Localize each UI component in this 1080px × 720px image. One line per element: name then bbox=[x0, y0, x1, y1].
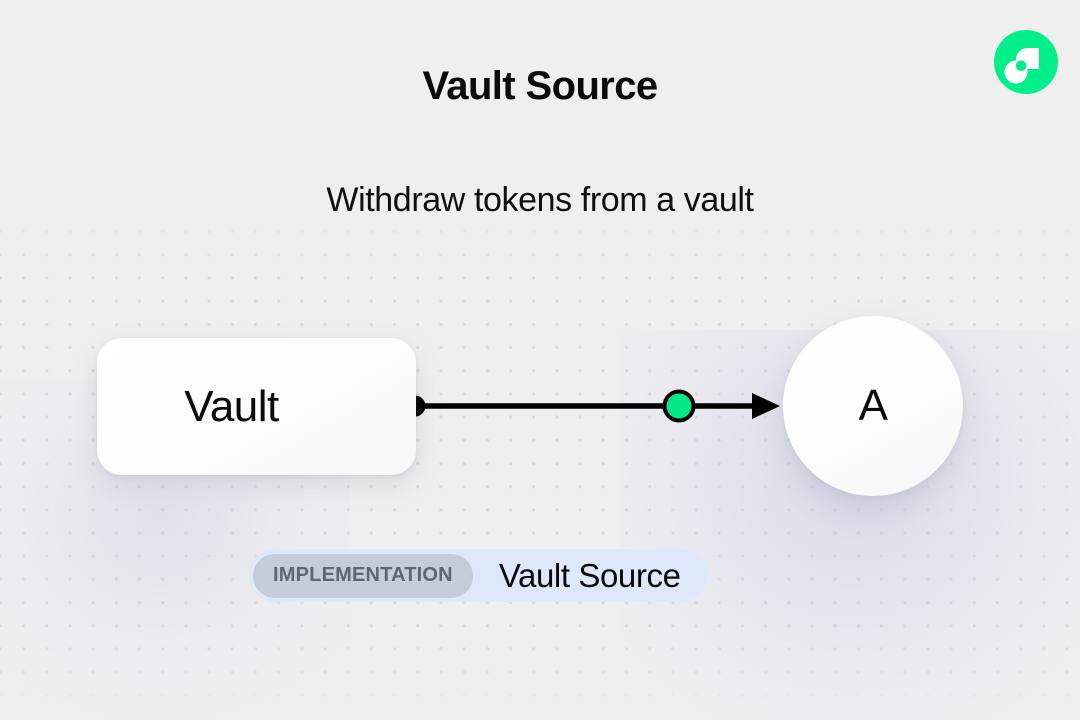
page-subtitle: Withdraw tokens from a vault bbox=[326, 181, 754, 219]
node-vault[interactable]: Vault bbox=[97, 338, 416, 475]
node-vault-label: Vault bbox=[184, 381, 279, 431]
implementation-name: Vault Source bbox=[498, 556, 681, 594]
implementation-badge: IMPLEMENTATION Vault Source bbox=[249, 549, 707, 602]
arrowhead-icon bbox=[752, 393, 780, 419]
flow-logo-icon bbox=[994, 30, 1058, 94]
edge-midpoint-handle bbox=[662, 389, 696, 423]
page-title: Vault Source bbox=[422, 64, 658, 108]
implementation-tag: IMPLEMENTATION bbox=[253, 553, 473, 598]
node-a[interactable]: A bbox=[783, 316, 963, 496]
node-a-label: A bbox=[858, 381, 888, 430]
